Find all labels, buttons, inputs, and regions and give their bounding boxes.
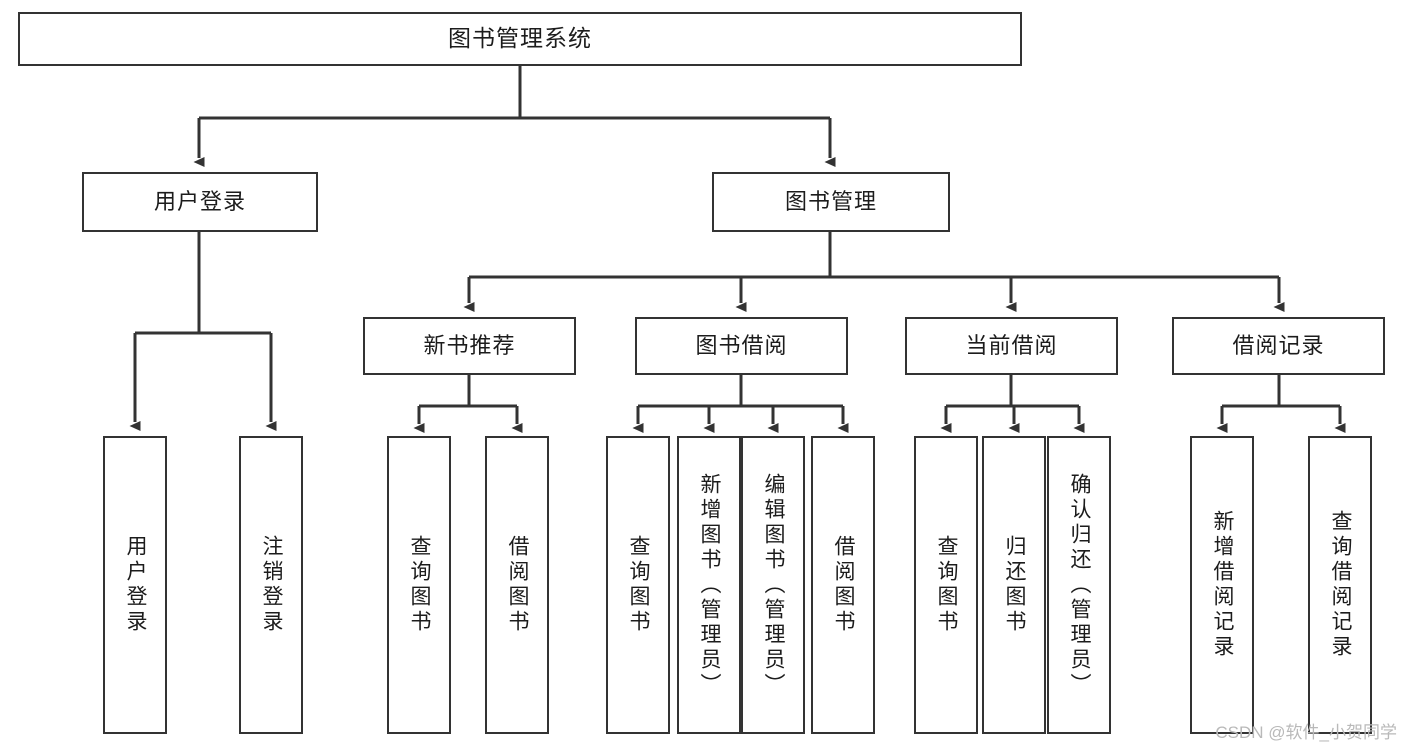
leaf-current-query-book[interactable]: 查询图书 bbox=[914, 436, 978, 734]
node-book-borrow[interactable]: 图书借阅 bbox=[635, 317, 848, 375]
leaf-borrow-edit-book-admin[interactable]: 编辑图书（管理员） bbox=[741, 436, 805, 734]
node-new-book-recommend[interactable]: 新书推荐 bbox=[363, 317, 576, 375]
leaf-current-confirm-return-admin[interactable]: 确认归还（管理员） bbox=[1047, 436, 1111, 734]
watermark: CSDN @软件_小贺同学 bbox=[1215, 723, 1397, 742]
leaf-borrow-add-book-admin[interactable]: 新增图书（管理员） bbox=[677, 436, 741, 734]
leaf-borrow-query-book[interactable]: 查询图书 bbox=[606, 436, 670, 734]
node-user-login[interactable]: 用户登录 bbox=[82, 172, 318, 232]
node-book-management[interactable]: 图书管理 bbox=[712, 172, 950, 232]
leaf-logout[interactable]: 注销登录 bbox=[239, 436, 303, 734]
node-borrow-record[interactable]: 借阅记录 bbox=[1172, 317, 1385, 375]
leaf-record-query[interactable]: 查询借阅记录 bbox=[1308, 436, 1372, 734]
node-root-system[interactable]: 图书管理系统 bbox=[18, 12, 1022, 66]
leaf-user-login[interactable]: 用户登录 bbox=[103, 436, 167, 734]
node-current-borrow[interactable]: 当前借阅 bbox=[905, 317, 1118, 375]
leaf-new-book-query[interactable]: 查询图书 bbox=[387, 436, 451, 734]
leaf-borrow-borrow-book[interactable]: 借阅图书 bbox=[811, 436, 875, 734]
leaf-new-book-borrow[interactable]: 借阅图书 bbox=[485, 436, 549, 734]
leaf-current-return-book[interactable]: 归还图书 bbox=[982, 436, 1046, 734]
leaf-record-add[interactable]: 新增借阅记录 bbox=[1190, 436, 1254, 734]
